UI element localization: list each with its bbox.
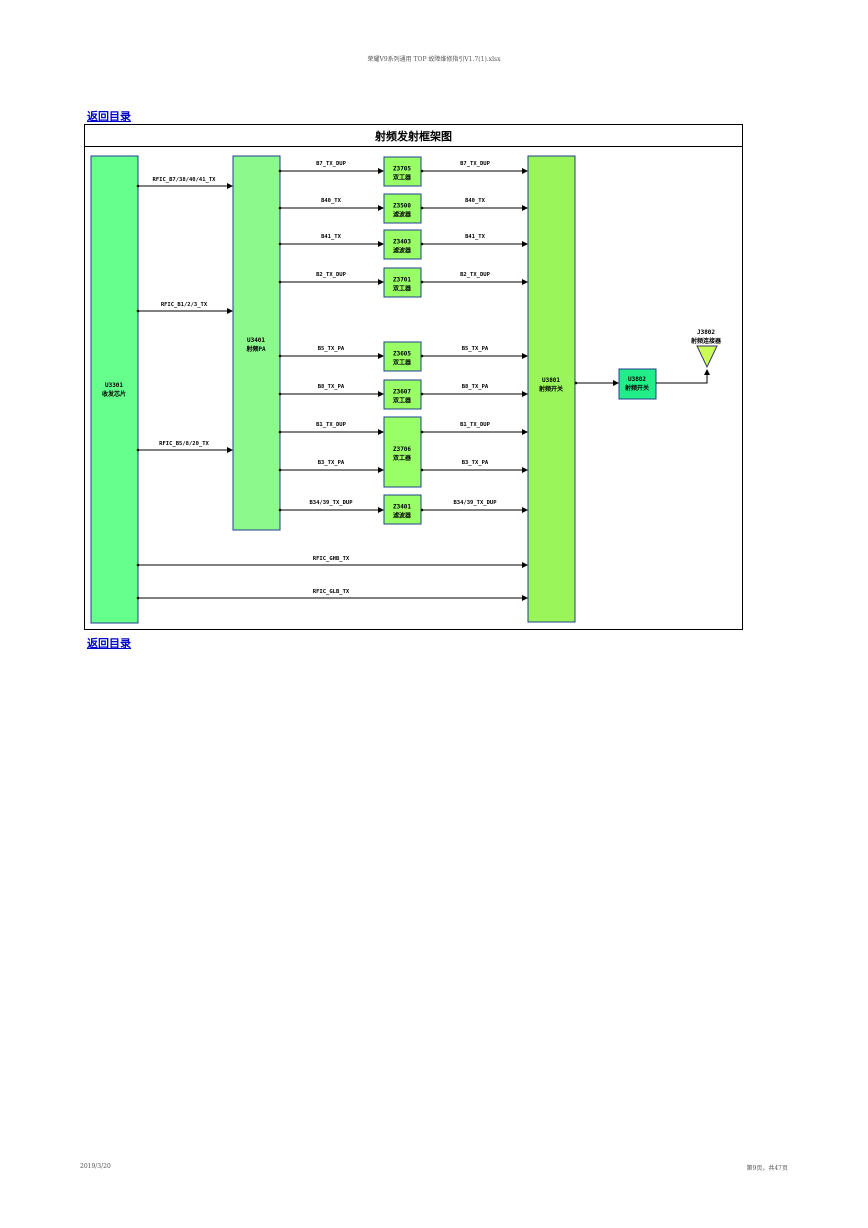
rf-switch-label: 射频开关	[538, 385, 563, 393]
right-signal-label-4: B5_TX_PA	[462, 346, 489, 352]
transceiver-label: 收发芯片	[102, 390, 126, 398]
footer-page: 第9页，共47页	[746, 1165, 788, 1172]
back-to-toc-link-top[interactable]: 返回目录	[87, 110, 131, 123]
right-signal-label-2: B41_TX	[465, 234, 486, 240]
rf-connector-label: 射频连接器	[690, 337, 722, 345]
rf-connector-icon	[696, 345, 718, 369]
rf-switch2-label: 射频开关	[624, 384, 649, 392]
rfic-line-4-dot	[136, 596, 140, 600]
rfic-line-2-dot	[136, 448, 140, 452]
left-signal-label-7: B3_TX_PA	[318, 460, 345, 466]
right-signal-label-7: B3_TX_PA	[462, 460, 489, 466]
filter-type-3: 双工器	[393, 285, 412, 293]
left-signal-label-3: B2_TX_DUP	[316, 272, 346, 278]
filter-to-switch-arrow-1-dot	[420, 206, 424, 210]
pa-block	[232, 155, 281, 531]
pa-to-filter-arrow-7-dot	[278, 468, 282, 472]
filter-type-4: 双工器	[393, 359, 412, 367]
filter-id-6: Z3706	[393, 446, 411, 453]
filter-id-4: Z3605	[393, 351, 411, 358]
rf-switch2-id: U3802	[628, 376, 646, 383]
rfic-label-3: RFIC_GHB_TX	[313, 556, 350, 562]
rf-switch2-block	[618, 368, 657, 400]
rfic-line-3-dot	[136, 563, 140, 567]
left-signal-label-4: B5_TX_PA	[318, 346, 345, 352]
left-signal-label-5: B8_TX_PA	[318, 384, 345, 390]
right-signal-label-5: B8_TX_PA	[462, 384, 489, 390]
filter-to-switch-arrow-5-dot	[420, 392, 424, 396]
pa-to-filter-arrow-1-dot	[278, 206, 282, 210]
footer-date: 2019/3/20	[80, 1163, 111, 1170]
filter-block-5	[383, 379, 422, 410]
rf-switch-block	[527, 155, 576, 623]
right-signal-label-1: B40_TX	[465, 198, 486, 204]
filter-to-switch-arrow-8-dot	[420, 508, 424, 512]
filter-type-7: 滤波器	[393, 512, 412, 520]
pa-to-filter-arrow-8-dot	[278, 508, 282, 512]
back-to-toc-link-bottom[interactable]: 返回目录	[87, 637, 131, 650]
filter-to-switch-arrow-2-dot	[420, 242, 424, 246]
rfic-label-0: RFIC_B7/38/40/41_TX	[153, 177, 217, 183]
filter-to-switch-arrow-6-dot	[420, 430, 424, 434]
filter-to-switch-arrow-3-dot	[420, 280, 424, 284]
filter-block-3	[383, 267, 422, 298]
filter-id-2: Z3403	[393, 239, 411, 246]
filter-block-6	[383, 416, 422, 488]
rfic-label-2: RFIC_B5/8/20_TX	[159, 441, 209, 447]
filter-type-5: 双工器	[393, 397, 412, 405]
pa-to-filter-arrow-6-dot	[278, 430, 282, 434]
filter-id-1: Z3500	[393, 203, 411, 210]
rfic-line-0-dot	[136, 184, 140, 188]
left-signal-label-1: B40_TX	[321, 198, 342, 204]
pa-label: 射频PA	[245, 345, 266, 353]
right-signal-label-0: B7_TX_DUP	[460, 161, 490, 167]
switch-to-switch2-arrow-dot	[574, 381, 578, 385]
right-signal-label-6: B1_TX_DUP	[460, 422, 490, 428]
rfic-label-4: RFIC_GLB_TX	[313, 589, 350, 595]
file-header-title: 荣耀V9系列通用 TOP 故障维修指引V1.7(1).xlsx	[367, 56, 501, 63]
filter-to-switch-arrow-4-dot	[420, 354, 424, 358]
filter-type-1: 滤波器	[393, 211, 412, 219]
left-signal-label-6: B1_TX_DUP	[316, 422, 346, 428]
filter-id-5: Z3607	[393, 389, 411, 396]
filter-block-4	[383, 341, 422, 372]
transceiver-id: U3301	[105, 382, 123, 389]
pa-to-filter-arrow-2-dot	[278, 242, 282, 246]
right-signal-label-8: B34/39_TX_DUP	[453, 500, 497, 506]
pa-to-filter-arrow-0-dot	[278, 169, 282, 173]
pa-to-filter-arrow-5-dot	[278, 392, 282, 396]
filter-id-3: Z3701	[393, 277, 411, 284]
filter-type-2: 滤波器	[393, 247, 412, 255]
rf-switch-id: U3801	[542, 377, 560, 384]
left-signal-label-8: B34/39_TX_DUP	[309, 500, 353, 506]
switch2-to-connector-arrow	[656, 369, 710, 384]
left-signal-label-0: B7_TX_DUP	[316, 161, 346, 167]
rfic-label-1: RFIC_B1/2/3_TX	[161, 302, 208, 308]
rf-connector-id: J3802	[697, 329, 715, 336]
filter-type-0: 双工器	[393, 174, 412, 182]
filter-to-switch-arrow-0-dot	[420, 169, 424, 173]
transceiver-block	[90, 155, 139, 624]
rfic-line-1-dot	[136, 309, 140, 313]
pa-to-filter-arrow-4-dot	[278, 354, 282, 358]
pa-id: U3401	[247, 337, 265, 344]
filter-to-switch-arrow-7-dot	[420, 468, 424, 472]
pa-to-filter-arrow-3-dot	[278, 280, 282, 284]
right-signal-label-3: B2_TX_DUP	[460, 272, 490, 278]
filter-id-7: Z3401	[393, 504, 411, 511]
tx-block-diagram: U3301收发芯片U3401射频PAU3801射频开关U3802射频开关J380…	[90, 155, 722, 624]
filter-type-6: 双工器	[393, 454, 412, 462]
diagram-title: 射频发射框架图	[85, 125, 742, 147]
left-signal-label-2: B41_TX	[321, 234, 342, 240]
filter-id-0: Z3705	[393, 166, 411, 173]
